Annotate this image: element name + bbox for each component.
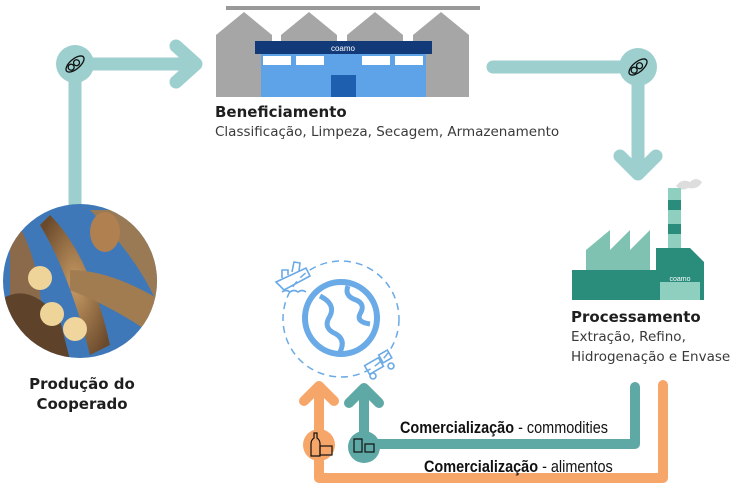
processamento-subtitle-line2: Hidrogenação e Envase: [571, 349, 731, 365]
soybean-node-left: [56, 45, 94, 83]
coamo-logo-silo: coamo: [331, 44, 356, 53]
flow-arrow-production-to-processing: [68, 39, 203, 205]
commerce-commodities-label: Comercialização - commodities: [400, 418, 608, 438]
flow-arrow-alimentos: [299, 380, 668, 483]
producao-title-line1: Produção do: [29, 375, 135, 393]
globe-icon: [302, 279, 380, 357]
bottle-icon: [310, 432, 321, 457]
commerce-commodities-bold: Comercialização: [400, 418, 515, 437]
container-icon: [319, 445, 333, 456]
soybean-icon: [65, 55, 85, 73]
beneficiamento-subtitle: Classificação, Limpeza, Secagem, Armazen…: [215, 124, 560, 140]
processamento-illustration: coamo: [572, 179, 704, 300]
commerce-alimentos-bold: Comercialização: [424, 457, 539, 476]
beneficiamento-title: Beneficiamento: [215, 103, 347, 121]
globe-group: [274, 260, 400, 380]
commerce-alimentos-rest: - alimentos: [538, 457, 613, 476]
ship-icon: [274, 261, 312, 293]
container-icon: [364, 443, 375, 453]
truck-icon: [363, 348, 395, 380]
commerce-commodities-rest: - commodities: [514, 418, 609, 437]
processamento-title: Processamento: [571, 308, 701, 326]
commerce-alimentos-label: Comercialização - alimentos: [424, 457, 613, 477]
soybean-icon: [628, 58, 648, 76]
soybean-photo: [3, 204, 157, 358]
flow-arrow-commodities: [344, 382, 640, 463]
processamento-subtitle-line1: Extração, Refino,: [571, 329, 686, 345]
soybean-node-right: [619, 48, 657, 86]
bag-icon: [353, 438, 363, 453]
producao-title-line2: Cooperado: [36, 395, 128, 413]
beneficiamento-illustration: coamo: [216, 6, 480, 97]
coamo-logo-factory: coamo: [669, 276, 690, 283]
